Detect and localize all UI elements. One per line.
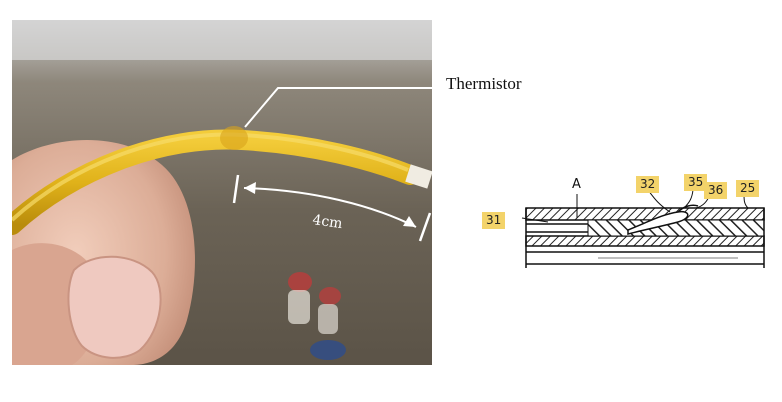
callout-36: 36 xyxy=(704,182,728,199)
callout-32: 32 xyxy=(636,176,660,193)
thermistor-leader-line xyxy=(244,87,432,128)
cross-section-diagram: 31 A 32 35 36 25 xyxy=(478,172,778,282)
distance-arrow xyxy=(243,187,417,228)
diagram-drawing xyxy=(521,189,765,268)
distance-end-tick xyxy=(418,212,432,242)
marker-a: A xyxy=(572,177,581,192)
thermistor-photo: 4cm xyxy=(12,20,432,365)
thermistor-label: Thermistor xyxy=(446,74,522,93)
distance-start-tick xyxy=(232,174,240,204)
callout-25: 25 xyxy=(736,180,760,197)
photo-illustration: 4cm xyxy=(12,20,432,365)
distance-label: 4cm xyxy=(311,212,343,232)
callout-31: 31 xyxy=(482,212,506,229)
callout-35: 35 xyxy=(684,174,708,191)
